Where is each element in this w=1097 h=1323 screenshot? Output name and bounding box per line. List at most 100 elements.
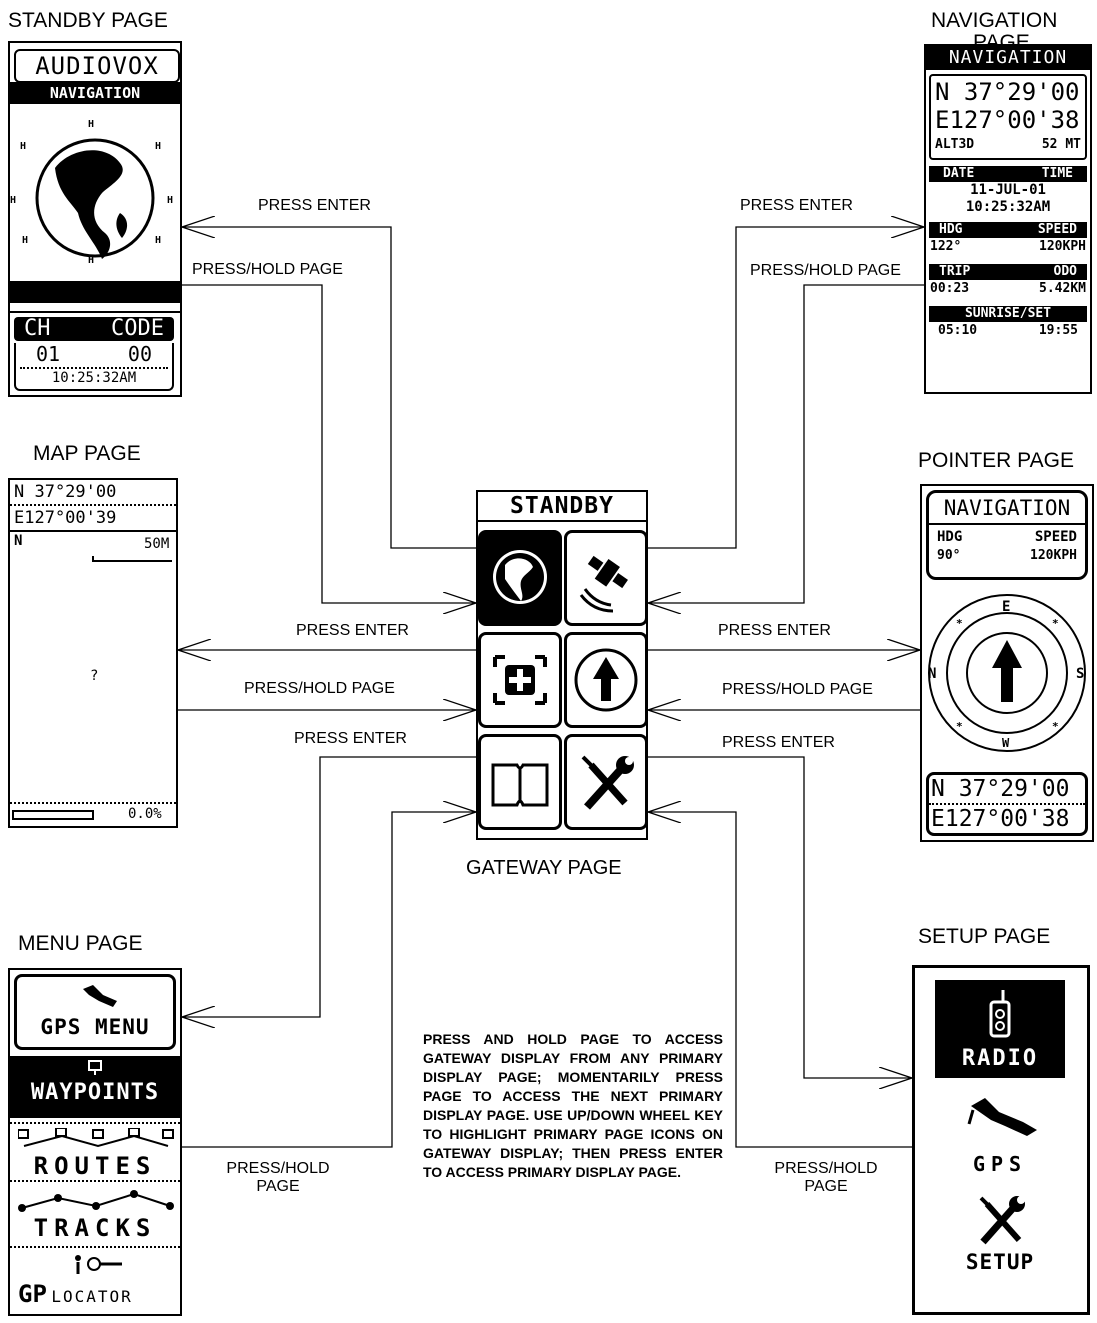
arrow-hold-standby xyxy=(182,285,476,603)
label-press-enter-menu: PRESS ENTER xyxy=(294,730,407,748)
nav-time: 10:25:32AM xyxy=(926,199,1090,216)
gps-menu-box[interactable]: GPS MENU xyxy=(14,974,176,1050)
label-press-enter-pointer: PRESS ENTER xyxy=(718,622,831,640)
menu-item-waypoints[interactable]: WAYPOINTS xyxy=(10,1056,180,1118)
brand-label: AUDIOVOX xyxy=(14,49,180,83)
map-position-marker: ? xyxy=(90,668,98,684)
map-scale: 50M xyxy=(144,536,169,552)
trip-label: TRIP xyxy=(939,264,970,280)
setup-label: SETUP xyxy=(935,1250,1065,1274)
ch-header: CH xyxy=(24,317,51,341)
north-indicator: N xyxy=(14,534,22,548)
gateway-menu-icon[interactable] xyxy=(478,734,562,830)
waypoints-label: WAYPOINTS xyxy=(10,1080,180,1105)
setup-item-gps[interactable]: GPS xyxy=(935,1086,1065,1186)
radio-label: RADIO xyxy=(935,1046,1065,1071)
svg-text:H: H xyxy=(10,195,16,206)
label-press-hold-navigation: PRESS/HOLD PAGE xyxy=(750,262,901,280)
gp-label: GP xyxy=(18,1280,47,1308)
speed-label: SPEED xyxy=(1038,222,1077,238)
nav-date: 11-JUL-01 xyxy=(926,182,1090,199)
track-icon xyxy=(18,1188,174,1212)
label-press-enter-navigation: PRESS ENTER xyxy=(740,197,853,215)
gateway-header: STANDBY xyxy=(478,492,646,522)
map-page-title: MAP PAGE xyxy=(33,442,141,466)
pointer-latitude: N 37°29'00 xyxy=(929,775,1085,805)
waypoint-icon xyxy=(87,1060,103,1076)
label-press-hold-setup: PRESS/HOLD PAGE xyxy=(768,1160,884,1196)
setup-page-title: SETUP PAGE xyxy=(918,925,1050,949)
radio-icon xyxy=(987,988,1013,1040)
alt-value: 52 MT xyxy=(1042,134,1081,156)
pointer-header: NAVIGATION xyxy=(929,493,1085,525)
nav-speed: 120KPH xyxy=(1039,238,1086,256)
signal-bar xyxy=(10,281,180,303)
hdg-label: HDG xyxy=(939,222,962,238)
scale-bar xyxy=(92,556,172,562)
pointer-speed: 120KPH xyxy=(1030,547,1077,565)
map-zoom: 0.0% xyxy=(128,806,162,822)
gateway-pointer-icon[interactable] xyxy=(564,632,648,728)
gateway-caption: GATEWAY PAGE xyxy=(466,857,622,880)
label-press-enter-map: PRESS ENTER xyxy=(296,622,409,640)
svg-text:H: H xyxy=(22,235,28,246)
tracks-label: TRACKS xyxy=(10,1214,180,1242)
time-label: TIME xyxy=(1042,166,1073,182)
compass-w-label: W xyxy=(1002,736,1009,750)
date-label: DATE xyxy=(943,166,974,182)
label-press-enter-setup: PRESS ENTER xyxy=(722,734,835,752)
svg-text:H: H xyxy=(167,195,173,206)
instruction-note: PRESS AND HOLD PAGE TO ACCESS GATEWAY DI… xyxy=(423,1030,723,1182)
compass-n-label: N xyxy=(928,666,936,682)
label-press-hold-menu: PRESS/HOLD PAGE xyxy=(220,1160,336,1196)
standby-subtitle: NAVIGATION xyxy=(10,82,180,104)
gateway-setup-icon[interactable] xyxy=(564,734,648,830)
nav-sunrise: 05:10 xyxy=(938,322,977,340)
nav-longitude: E127°00'38 xyxy=(931,106,1085,134)
pointer-page-screen: NAVIGATION HDG SPEED 90° 120KPH ** ** E … xyxy=(920,484,1094,842)
gateway-map-icon[interactable] xyxy=(478,632,562,728)
svg-text:*: * xyxy=(1052,720,1059,733)
setup-item-radio[interactable]: RADIO xyxy=(935,980,1065,1078)
ch-value: 01 xyxy=(36,343,60,365)
svg-text:H: H xyxy=(88,119,94,130)
svg-text:*: * xyxy=(956,720,963,733)
pointer-heading: 90° xyxy=(937,547,960,565)
menu-page-title: MENU PAGE xyxy=(18,932,142,956)
zoom-bar xyxy=(12,810,94,820)
svg-text:*: * xyxy=(1052,617,1059,630)
map-longitude: E127°00'39 xyxy=(10,506,176,532)
locator-label: LOCATOR xyxy=(51,1287,132,1306)
nav-header: NAVIGATION xyxy=(926,46,1090,70)
menu-item-tracks[interactable]: TRACKS xyxy=(10,1184,180,1248)
svg-text:H: H xyxy=(20,141,26,152)
routes-label: ROUTES xyxy=(10,1152,180,1180)
menu-page-screen: GPS MENU WAYPOINTS ROUTES TRACKS GP LOCA… xyxy=(8,968,182,1316)
code-value: 00 xyxy=(128,343,152,365)
satellite-icon xyxy=(75,981,125,1011)
svg-text:H: H xyxy=(88,255,94,266)
gateway-navigation-icon[interactable] xyxy=(564,530,648,626)
compass-s-label: S xyxy=(1076,666,1084,682)
menu-item-gp-locator[interactable]: GP LOCATOR xyxy=(10,1250,180,1314)
alt-label: ALT3D xyxy=(935,134,974,156)
label-press-hold-standby: PRESS/HOLD PAGE xyxy=(192,261,343,279)
code-header: CODE xyxy=(111,317,164,341)
map-page-screen: N 37°29'00 E127°00'39 N 50M ? 0.0% xyxy=(8,478,178,828)
gateway-standby-icon[interactable] xyxy=(478,530,562,626)
standby-page-title: STANDBY PAGE xyxy=(8,9,168,33)
label-press-hold-pointer: PRESS/HOLD PAGE xyxy=(722,681,873,699)
arrow-enter-menu xyxy=(182,757,476,1017)
arrow-hold-navigation xyxy=(648,285,924,603)
setup-item-setup[interactable]: SETUP xyxy=(935,1192,1065,1292)
sunrise-label: SUNRISE/SET xyxy=(929,306,1087,322)
setup-page-screen: RADIO GPS SETUP xyxy=(912,965,1090,1315)
pointer-longitude: E127°00'38 xyxy=(929,805,1085,833)
gp-locator-icon xyxy=(68,1254,124,1276)
menu-item-routes[interactable]: ROUTES xyxy=(10,1122,180,1182)
svg-text:*: * xyxy=(956,617,963,630)
standby-time: 10:25:32AM xyxy=(20,367,168,387)
label-press-enter-standby: PRESS ENTER xyxy=(258,197,371,215)
gps-satellite-icon xyxy=(965,1090,1041,1140)
